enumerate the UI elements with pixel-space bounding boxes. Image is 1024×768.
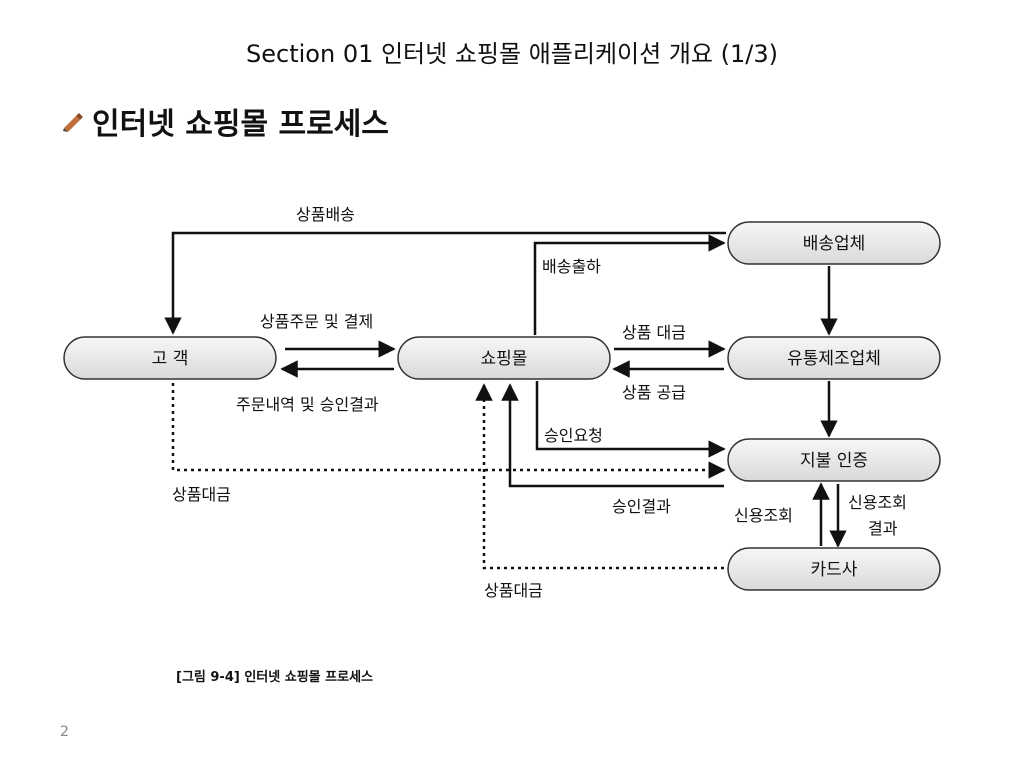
- heading-text: 인터넷 쇼핑몰 프로세스: [92, 107, 389, 142]
- node-manufacturer-label: 유통제조업체: [787, 349, 881, 369]
- label-credit-result-2: 결과: [868, 519, 898, 538]
- label-order-result: 주문내역 및 승인결과: [236, 395, 379, 414]
- page-title: Section 01 인터넷 쇼핑몰 애플리케이션 개요 (1/3): [246, 40, 778, 68]
- label-delivery-dispatch: 배송출하: [542, 257, 601, 276]
- label-approval-request: 승인요청: [544, 426, 603, 445]
- label-product-supply: 상품 공급: [622, 383, 686, 402]
- node-card-label: 카드사: [811, 560, 858, 580]
- label-card-payment: 상품대금: [484, 581, 543, 600]
- label-credit-result-1: 신용조회: [848, 493, 907, 512]
- node-delivery-label: 배송업체: [803, 234, 866, 254]
- node-shoppingmall: 쇼핑몰: [397, 336, 611, 380]
- node-payment-label: 지불 인증: [800, 451, 868, 471]
- edge-approval-result: [501, 383, 724, 488]
- label-credit-inquiry: 신용조회: [734, 506, 793, 525]
- label-order-payment: 상품주문 및 결제: [260, 312, 373, 331]
- node-card: 카드사: [727, 547, 941, 591]
- figure-caption: [그림 9-4] 인터넷 쇼핑몰 프로세스: [176, 670, 373, 685]
- node-delivery: 배송업체: [727, 221, 941, 265]
- edge-card-payment: [475, 383, 724, 570]
- edge-customer-payment: [171, 383, 726, 479]
- edge-product-delivery: [164, 231, 726, 335]
- edge-delivery-dispatch: [533, 234, 726, 335]
- node-customer-label: 고 객: [152, 349, 189, 369]
- label-price-to-mfr: 상품 대금: [622, 323, 686, 342]
- edge-approval-request: [535, 381, 726, 458]
- label-approval-result: 승인결과: [612, 497, 671, 516]
- pen-bullet-icon: [63, 113, 83, 132]
- node-manufacturer: 유통제조업체: [727, 336, 941, 380]
- node-customer: 고 객: [63, 336, 277, 380]
- page-number: 2: [60, 724, 69, 740]
- section-heading: 인터넷 쇼핑몰 프로세스: [62, 99, 389, 143]
- node-shoppingmall-label: 쇼핑몰: [481, 349, 528, 369]
- node-payment: 지불 인증: [727, 438, 941, 482]
- label-product-delivery: 상품배송: [296, 205, 355, 224]
- label-customer-payment: 상품대금: [172, 485, 231, 504]
